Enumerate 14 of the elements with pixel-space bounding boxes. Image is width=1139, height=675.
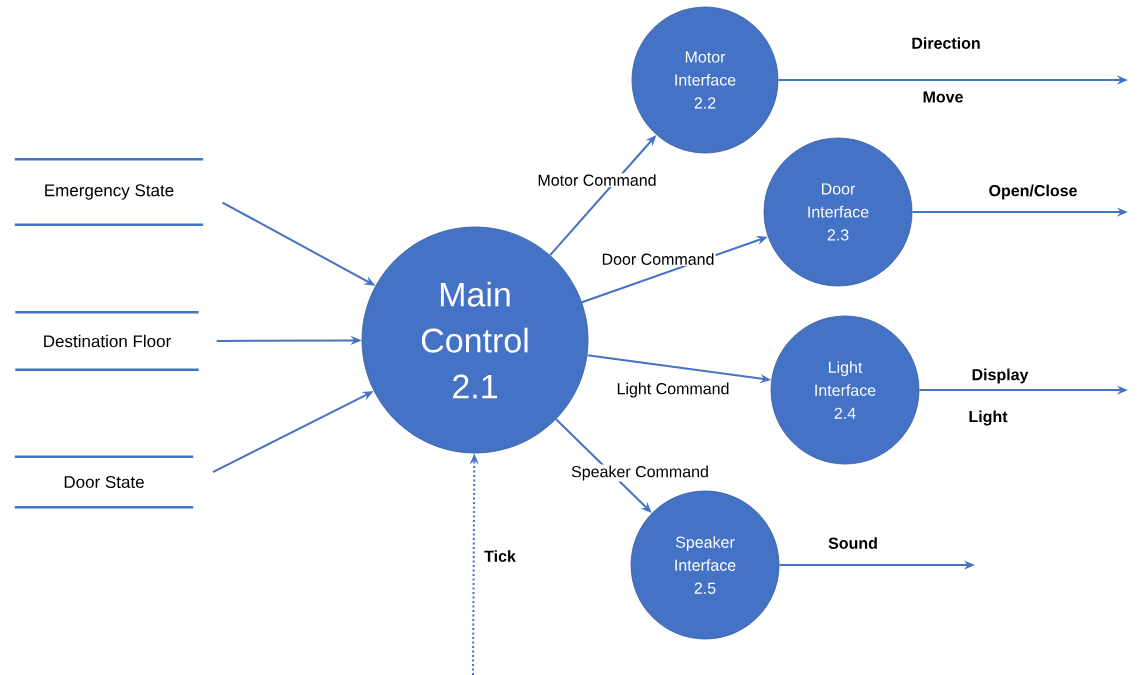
data-store: Door State: [14, 455, 194, 509]
edge-label: Sound: [827, 536, 879, 550]
edge-label: Tick: [483, 549, 517, 563]
edge-label: Open/Close: [987, 183, 1079, 201]
edge-label: Speaker Command: [570, 464, 710, 482]
edge-label: Display: [970, 367, 1030, 385]
data-store: Emergency State: [14, 158, 204, 226]
edge-label: Light Command: [615, 381, 731, 399]
flow-label: Light: [969, 410, 1008, 426]
data-store: Destination Floor: [15, 311, 199, 371]
edge-label: Motor Command: [536, 173, 658, 187]
flow-label: Move: [923, 91, 963, 103]
edge-label: Door Command: [600, 252, 716, 266]
edge-label: Direction: [910, 36, 982, 50]
